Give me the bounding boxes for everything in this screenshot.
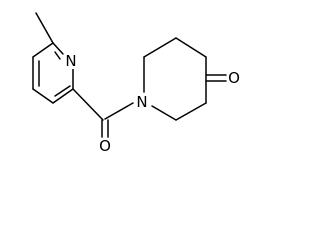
ring-bond (52, 88, 74, 104)
ketone-oxygen-label: O (228, 69, 240, 87)
ring-bond (32, 88, 54, 104)
ring-double-bond-inner (54, 51, 61, 60)
aryl-carbonyl-bond (72, 88, 104, 121)
amide-bond (104, 102, 134, 120)
ring-bond (175, 102, 207, 121)
pyridine-nitrogen-label: N (65, 52, 76, 70)
ring-bond (175, 37, 207, 58)
atom-carbonyl-oxygen: O (98, 137, 112, 155)
ring-bond (32, 42, 54, 58)
atom-piperidine-nitrogen: N (135, 93, 149, 111)
ring-bond (52, 42, 64, 55)
ring-bond (151, 105, 177, 121)
ring-bond (143, 37, 177, 58)
pyridine-ring (32, 42, 74, 104)
atom-ketone-oxygen: O (227, 69, 241, 87)
piperidinone-ring (143, 37, 207, 121)
carbonyl-oxygen-label: O (99, 137, 111, 155)
piperidine-nitrogen-label: N (136, 93, 147, 111)
atom-pyridine-nitrogen: N (64, 52, 78, 70)
ring-double-bond-inner (54, 85, 71, 97)
methyl-bond (35, 12, 54, 44)
chemical-structure-diagram: N N O O (32, 12, 241, 155)
